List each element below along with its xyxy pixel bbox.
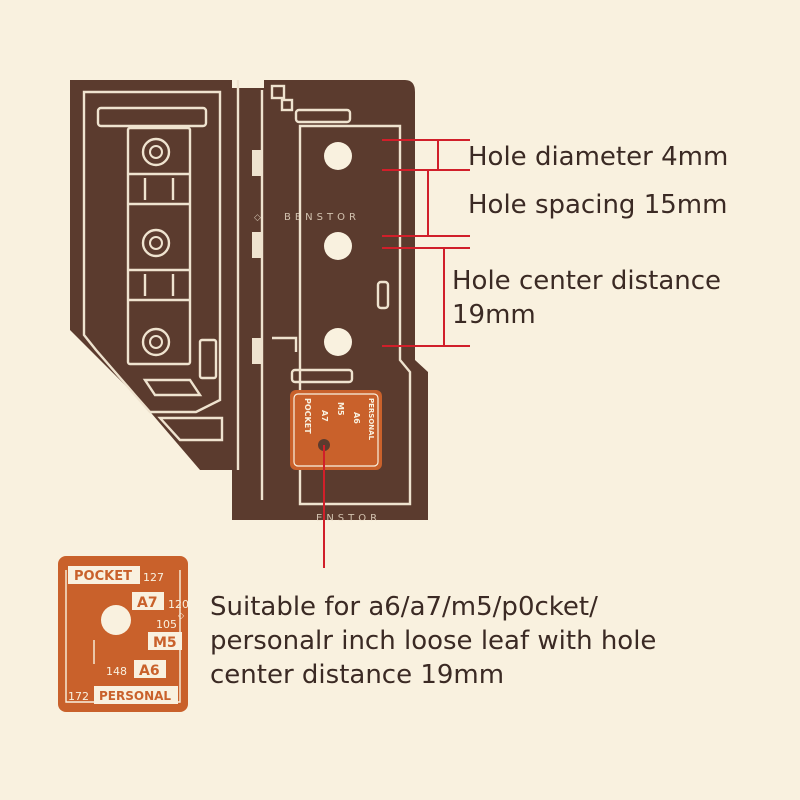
rivet-top [141, 137, 171, 167]
size-guide-tag: POCKET 127 A7 120 ◇ 105 M5 148 A6 172 PE… [58, 556, 189, 712]
svg-text:POCKET: POCKET [303, 398, 312, 434]
right-panel-outline [298, 124, 412, 506]
svg-text:◇: ◇ [254, 213, 261, 223]
svg-text:148: 148 [106, 665, 127, 678]
svg-text:◇: ◇ [178, 611, 185, 620]
tag-hole [101, 605, 131, 635]
svg-text:172: 172 [68, 690, 89, 703]
hole-middle [324, 232, 352, 260]
svg-text:ENSTOR: ENSTOR [316, 513, 381, 524]
annotation-lines [323, 139, 470, 568]
svg-text:BENSTOR: BENSTOR [284, 212, 360, 223]
hole-center-distance-label: Hole center distance 19mm [452, 266, 722, 330]
svg-text:M5: M5 [153, 635, 177, 651]
svg-text:A6: A6 [352, 412, 361, 424]
svg-text:105: 105 [156, 618, 177, 631]
svg-text:A6: A6 [139, 663, 160, 679]
rivet-bottom [141, 327, 171, 357]
hole-diameter-label: Hole diameter 4mm [468, 142, 729, 172]
svg-text:PERSONAL: PERSONAL [99, 689, 171, 703]
rivet-middle [141, 228, 171, 258]
hole-top [324, 142, 352, 170]
svg-text:M5: M5 [336, 402, 345, 416]
hole-bottom [324, 328, 352, 356]
svg-text:PERSONAL: PERSONAL [367, 398, 375, 441]
slot-mark [376, 280, 390, 310]
tab-slot [290, 368, 354, 384]
left-panel-outlines [82, 90, 224, 442]
suitability-description: Suitable for a6/a7/m5/p0cket/ personalr … [210, 592, 657, 690]
svg-text:120: 120 [168, 598, 189, 611]
hole-spacing-label: Hole spacing 15mm [468, 190, 728, 220]
watermark: ◇ BENSTOR ENSTOR [254, 212, 381, 524]
svg-text:A7: A7 [137, 595, 158, 611]
plate-size-tag: POCKET A7 M5 A6 PERSONAL [290, 390, 382, 470]
svg-text:127: 127 [143, 571, 164, 584]
hinge-strip [236, 80, 352, 500]
svg-text:A7: A7 [320, 410, 329, 422]
small-detail [272, 336, 298, 352]
svg-text:POCKET: POCKET [74, 569, 132, 584]
